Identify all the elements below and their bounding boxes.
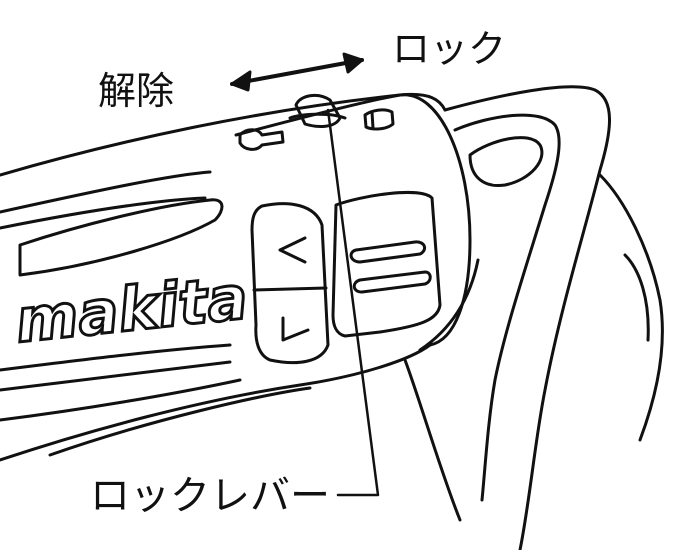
lock-symbol-icon (363, 108, 395, 131)
direction-switch-divider (252, 286, 328, 292)
tool-body-lower (0, 343, 432, 462)
handle-outline (443, 85, 611, 552)
lock-lever-leader-line (326, 108, 380, 497)
tool-body-inner-top (0, 170, 212, 214)
tool-body-outline (0, 92, 447, 177)
grip-pad-upper (18, 198, 224, 277)
direction-double-arrow (230, 58, 364, 86)
chuck-ring (398, 93, 472, 347)
handle-hole (468, 136, 544, 188)
makita-logo: makita (12, 263, 251, 357)
speed-selector-slot-1 (349, 240, 427, 264)
speed-selector-slot-2 (352, 270, 432, 294)
lock-lever-slot (288, 112, 347, 120)
arrow-head-left-icon (230, 70, 252, 92)
lock-lever (294, 93, 342, 128)
tool-body-inner-top-2 (0, 196, 207, 230)
tool-groove-3 (0, 378, 242, 422)
lock-lever-label: ロックレバー (90, 473, 330, 519)
handle-inner (453, 113, 561, 502)
direction-arrow-lower (281, 316, 310, 342)
hand-contour (598, 173, 664, 442)
tool-groove-2 (0, 360, 232, 392)
direction-switch-panel (250, 202, 330, 365)
release-label: 解除 (98, 69, 175, 113)
arrow-head-right-icon (342, 52, 364, 74)
direction-arrow-upper (278, 236, 307, 264)
handle-front-edge (418, 258, 480, 352)
hand-contour-2 (623, 253, 650, 342)
handle-base (403, 358, 462, 522)
housing-lower-contour (48, 386, 312, 457)
lock-label: ロック (392, 27, 507, 71)
tool-groove-1 (0, 343, 232, 372)
unlock-symbol-icon (238, 128, 285, 151)
chuck-ring-inner (234, 93, 402, 137)
speed-selector-panel (331, 191, 442, 338)
